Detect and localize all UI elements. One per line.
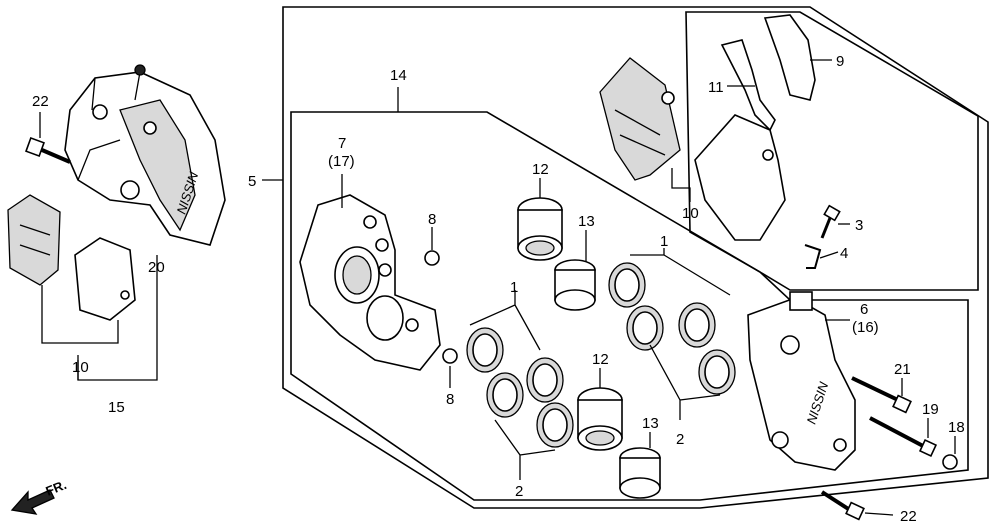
callout-14: 14 [390, 67, 407, 84]
caliper-assembly-left: NISSIN [64, 64, 226, 246]
piston-13-lower [619, 447, 661, 499]
callout-19: 19 [922, 401, 939, 418]
callout-8-lower: 8 [446, 391, 454, 408]
callout-6-sub: (16) [852, 319, 879, 336]
callout-13-upper: 13 [578, 213, 595, 230]
brake-pad-center-b [694, 114, 786, 241]
callout-11: 11 [708, 79, 724, 96]
callout-labels: 22 20 10 15 5 14 7 (17) 8 8 12 13 12 13 … [32, 53, 965, 525]
callout-13-lower: 13 [642, 415, 659, 432]
callout-2-left: 2 [515, 483, 523, 500]
pad-retainer-11 [720, 39, 776, 132]
pad-spring-9 [763, 14, 816, 101]
callout-15: 15 [108, 399, 125, 416]
callout-7: 7 [338, 135, 346, 152]
seals-left-group [466, 327, 574, 448]
callout-3: 3 [855, 217, 863, 234]
front-label: FR. [44, 477, 69, 499]
callout-9: 9 [836, 53, 844, 70]
pin-plug-18 [942, 454, 958, 470]
brake-pad-left-a [7, 194, 61, 286]
callout-22-right: 22 [900, 508, 917, 525]
callout-5: 5 [248, 173, 256, 190]
pin-bolt-21 [851, 376, 912, 414]
callout-8-upper: 8 [428, 211, 436, 228]
callout-4: 4 [840, 245, 848, 262]
bleeder-screw-3 [820, 204, 841, 239]
bolt-22-left [25, 137, 71, 164]
front-direction-arrow: FR. [10, 477, 69, 515]
pad-kit-outline [685, 11, 979, 291]
callout-22-left: 22 [32, 93, 49, 110]
caliper-body-7 [299, 194, 441, 371]
piston-12-lower [577, 387, 623, 451]
brake-pad-left-b [74, 237, 136, 321]
bleeder-cap-8-upper [424, 250, 440, 266]
pad-pin-19 [869, 416, 938, 458]
callout-1-right: 1 [660, 233, 668, 250]
callout-12-upper: 12 [532, 161, 549, 178]
leader-lines [39, 59, 956, 516]
callout-21: 21 [894, 361, 911, 378]
callout-18: 18 [948, 419, 965, 436]
callout-1-left: 1 [510, 279, 518, 296]
assembly-5-outline [282, 6, 989, 509]
caliper-body-6: NISSIN [747, 291, 856, 471]
callout-10-left: 10 [72, 359, 89, 376]
callout-2-right: 2 [676, 431, 684, 448]
callout-7-sub: (17) [328, 153, 355, 170]
brake-pad-center-a [599, 57, 681, 181]
callout-20: 20 [148, 259, 165, 276]
callout-12-lower: 12 [592, 351, 609, 368]
bleeder-cap-8-lower [442, 348, 458, 364]
bleeder-clip-4 [804, 244, 822, 269]
piston-13-upper [554, 259, 596, 311]
callout-10-center: 10 [682, 205, 699, 222]
assembly-14-outline [290, 111, 969, 501]
seals-right-group [608, 262, 736, 395]
callout-6: 6 [860, 301, 868, 318]
piston-12-upper [517, 197, 563, 261]
bolt-22-right [820, 490, 865, 521]
